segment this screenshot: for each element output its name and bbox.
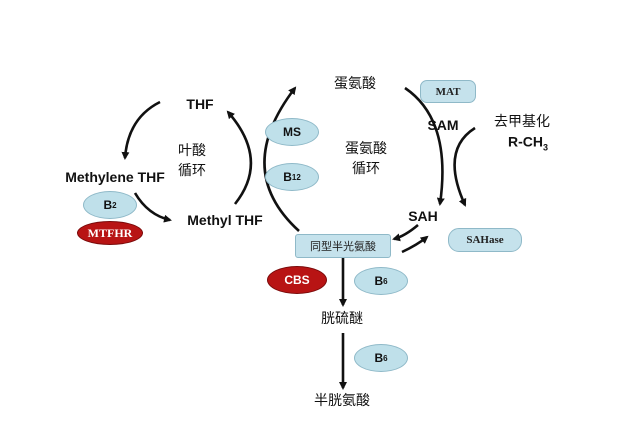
arrow-sah-to-homocysteine: [392, 224, 419, 242]
mat-enzyme: MAT: [420, 80, 476, 103]
b6-first-main: B: [374, 274, 384, 288]
b12-sub: 12: [291, 172, 301, 182]
folate-cycle-label-line1: 叶酸: [178, 143, 206, 159]
b6-second-main: B: [374, 351, 384, 365]
rch3-label: R-CH3: [508, 134, 548, 153]
methionine-cycle-label-line1: 蛋氨酸: [345, 141, 387, 157]
arrow-homocysteine-to-sah: [401, 235, 429, 254]
arrow-thf-to-methylene: [121, 100, 161, 160]
ms-enzyme: MS: [265, 118, 319, 146]
rch3-sub: 3: [542, 142, 549, 153]
b2-sub: 2: [112, 200, 117, 210]
methionine-cycle-label-line2: 循环: [352, 161, 380, 177]
folate-cycle-label-line2: 循环: [178, 163, 206, 179]
b2-main: B: [103, 198, 113, 212]
b6-first-sub: 6: [383, 276, 388, 286]
methionine-cycle-label: 蛋氨酸 循环: [345, 139, 387, 179]
demethylation-label: 去甲基化: [494, 114, 550, 130]
methionine-label: 蛋氨酸: [334, 76, 376, 92]
cystathionine-label: 胱硫醚: [321, 311, 363, 327]
b12-main: B: [283, 170, 292, 184]
arrow-sam-demethylation: [453, 126, 476, 207]
arrow-homocysteine-to-methionine: [263, 86, 300, 232]
homocysteine-box: 同型半光氨酸: [295, 234, 391, 258]
methylene-thf-label: Methylene THF: [65, 169, 165, 185]
methyl-thf-label: Methyl THF: [187, 212, 263, 228]
arrow-methionine-to-sah: [404, 86, 445, 206]
cysteine-label: 半胱氨酸: [314, 393, 370, 409]
arrow-methyl-to-thf: [226, 110, 253, 205]
sam-label: SAM: [427, 117, 459, 133]
arrow-methylene-to-methyl: [133, 192, 172, 223]
b6-second-sub: 6: [383, 353, 388, 363]
thf-label: THF: [186, 96, 214, 112]
cbs-enzyme: CBS: [267, 266, 327, 294]
sahase-enzyme: SAHase: [448, 228, 522, 252]
folate-cycle-label: 叶酸 循环: [178, 141, 206, 181]
rch3-main: R-CH: [507, 133, 543, 150]
mtfhr-enzyme: MTFHR: [77, 221, 143, 245]
sah-label: SAH: [408, 208, 438, 224]
